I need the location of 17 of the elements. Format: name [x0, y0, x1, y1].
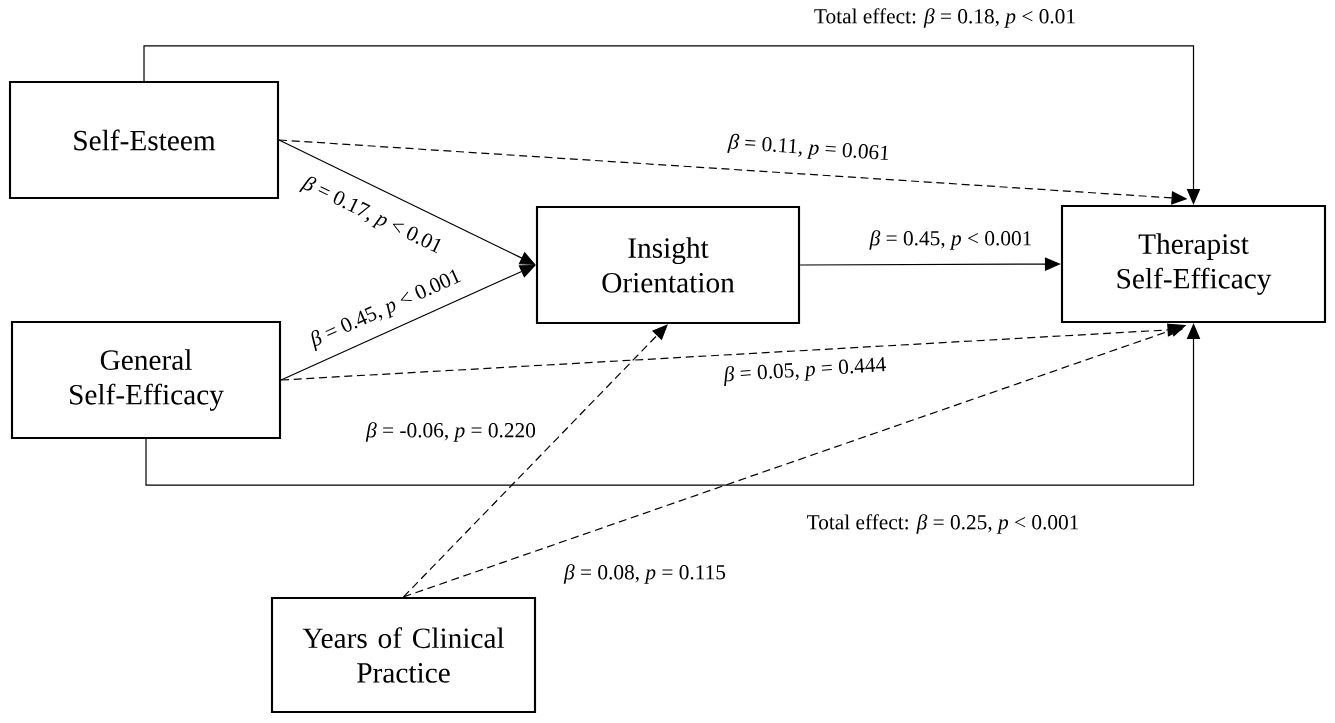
variable-box: Therapist Self-Efficacy [1060, 204, 1327, 324]
edge-label: β = 0.05, p = 0.444 [724, 357, 886, 387]
edge-label: Total effect: β = 0.25, p < 0.001 [807, 514, 1079, 534]
edge-label: Total effect: β = 0.18, p < 0.01 [814, 8, 1075, 28]
edge-label: β = 0.08, p = 0.115 [563, 564, 726, 584]
variable-box: General Self-Efficacy [10, 320, 282, 440]
edge-label: β = 0.45, p < 0.001 [869, 230, 1032, 250]
arrow [280, 265, 536, 381]
variable-box: Self-Esteem [8, 80, 280, 200]
variable-box: Insight Orientation [535, 205, 801, 325]
edge-label: β = -0.06, p = 0.220 [365, 422, 536, 442]
arrow [278, 139, 536, 265]
variable-box: Years of Clinical Practice [270, 596, 537, 714]
edge-label: β = 0.45, p < 0.001 [311, 269, 462, 352]
edge-label: β = 0.11, p = 0.061 [727, 133, 889, 161]
edge-label: β = 0.17, p < 0.01 [299, 176, 441, 254]
arrow [402, 324, 668, 598]
